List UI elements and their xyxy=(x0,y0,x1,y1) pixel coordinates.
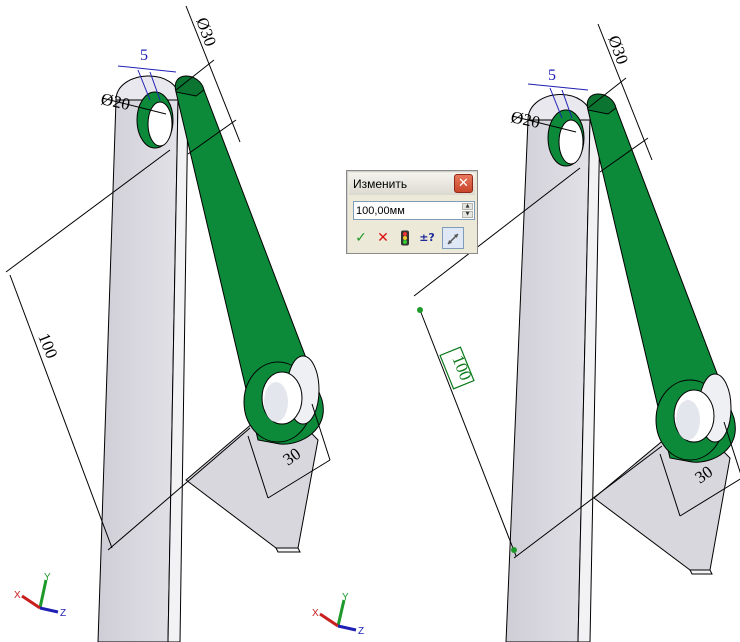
x-icon: ✕ xyxy=(377,230,389,246)
dimension-value-box[interactable]: ▲ ▼ xyxy=(353,201,475,220)
left-top-hole-inner xyxy=(147,101,173,147)
plus-minus-question-icon: ±? xyxy=(419,231,435,244)
left-dim-length[interactable]: 100 xyxy=(34,330,61,361)
left-view-triad: Y X Z xyxy=(14,572,66,619)
left-gray-bar[interactable] xyxy=(97,99,179,642)
value-spinner[interactable]: ▲ ▼ xyxy=(462,203,473,218)
dialog-titlebar[interactable]: Изменить ✕ xyxy=(349,173,475,195)
left-dim-thickness[interactable]: 5 xyxy=(140,47,148,64)
left-dimensions xyxy=(5,5,331,551)
right-green-link-side xyxy=(586,93,617,115)
right-dim-handle-bottom[interactable] xyxy=(511,547,517,553)
right-bottom-hole-shade xyxy=(676,400,700,440)
svg-text:X: X xyxy=(14,590,21,601)
right-green-link[interactable] xyxy=(587,107,736,463)
reverse-sense-button[interactable] xyxy=(442,227,464,249)
spin-down-button[interactable]: ▼ xyxy=(462,211,473,218)
right-view-triad: Y X Z xyxy=(312,592,364,637)
modify-dimension-dialog[interactable]: Изменить ✕ ▲ ▼ ✓ ✕ ±? xyxy=(346,170,478,254)
right-top-hole-inner xyxy=(558,119,584,165)
mark-dimension-button[interactable]: ±? xyxy=(417,227,437,249)
right-dim-thickness[interactable]: 5 xyxy=(548,67,556,84)
dialog-title: Изменить xyxy=(353,177,408,191)
right-gray-bar[interactable] xyxy=(505,119,591,642)
left-dim-dia-large[interactable]: Ø30 xyxy=(192,15,220,49)
close-icon: ✕ xyxy=(458,176,469,191)
svg-text:Z: Z xyxy=(358,626,364,637)
right-dim-dia-large[interactable]: Ø30 xyxy=(604,33,632,67)
right-thickness-dim xyxy=(527,83,589,119)
left-green-link-side xyxy=(174,75,205,97)
cancel-button[interactable]: ✕ xyxy=(373,227,393,249)
traffic-light-icon xyxy=(401,230,409,246)
rebuild-button[interactable] xyxy=(395,227,415,249)
left-lower-plate-edge xyxy=(275,547,301,553)
left-green-link[interactable] xyxy=(175,89,324,445)
spin-up-button[interactable]: ▲ xyxy=(462,203,473,210)
dimension-arrow-icon xyxy=(447,233,459,245)
right-dimensions xyxy=(413,23,740,559)
svg-text:Y: Y xyxy=(342,592,349,603)
check-icon: ✓ xyxy=(355,230,367,246)
left-bottom-hole-shade xyxy=(264,382,288,422)
svg-text:Z: Z xyxy=(60,608,66,619)
right-assembly[interactable]: 5 Ø30 Ø20 100 30 Y X Z xyxy=(312,23,740,642)
right-lower-plate-edge xyxy=(689,569,713,575)
left-assembly[interactable]: 5 Ø30 Ø20 100 30 Y X Z xyxy=(5,5,331,642)
dimension-value-input[interactable] xyxy=(356,203,460,218)
close-button[interactable]: ✕ xyxy=(454,174,473,193)
left-thickness-dim xyxy=(117,65,177,101)
ok-button[interactable]: ✓ xyxy=(351,227,371,249)
right-dim-length-selected[interactable]: 100 xyxy=(439,346,475,390)
svg-text:Y: Y xyxy=(44,572,51,583)
svg-text:X: X xyxy=(312,608,319,619)
right-dim-handle-top[interactable] xyxy=(417,307,423,313)
